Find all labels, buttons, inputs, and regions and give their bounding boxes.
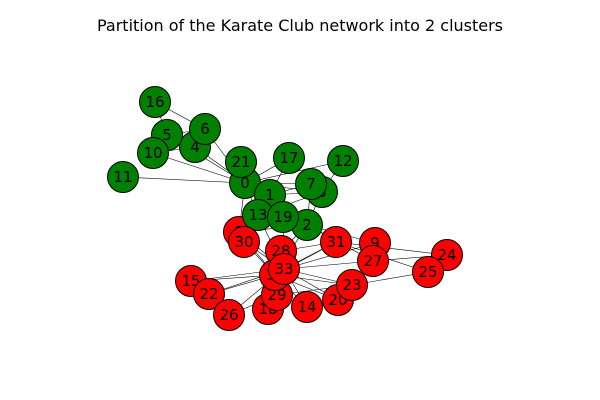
node-circle-11 — [107, 161, 139, 193]
node-11: 11 — [107, 161, 139, 193]
node-circle-30 — [228, 226, 260, 258]
node-label-31: 31 — [326, 233, 345, 251]
node-circle-14 — [291, 291, 323, 323]
node-circle-6 — [189, 113, 221, 145]
node-21: 21 — [225, 146, 257, 178]
node-label-30: 30 — [234, 233, 253, 251]
node-circle-23 — [336, 269, 368, 301]
node-label-10: 10 — [143, 144, 162, 162]
node-circle-26 — [213, 299, 245, 331]
node-label-26: 26 — [219, 306, 238, 324]
node-circle-19 — [267, 201, 299, 233]
node-label-19: 19 — [273, 208, 292, 226]
node-circle-33 — [268, 253, 300, 285]
node-circle-22 — [193, 278, 225, 310]
node-27: 27 — [357, 245, 389, 277]
node-label-1: 1 — [265, 186, 275, 204]
node-26: 26 — [213, 299, 245, 331]
node-label-21: 21 — [231, 153, 250, 171]
node-25: 25 — [412, 256, 444, 288]
node-circle-25 — [412, 256, 444, 288]
edge-0-10 — [152, 152, 246, 184]
node-label-4: 4 — [190, 138, 200, 156]
node-label-13: 13 — [248, 206, 267, 224]
node-label-2: 2 — [302, 216, 312, 234]
node-circle-16 — [139, 86, 171, 118]
node-12: 12 — [327, 145, 359, 177]
node-label-14: 14 — [297, 298, 316, 316]
node-circle-27 — [357, 245, 389, 277]
node-circle-31 — [320, 226, 352, 258]
node-33: 33 — [268, 253, 300, 285]
node-label-11: 11 — [113, 168, 132, 186]
node-label-5: 5 — [162, 126, 172, 144]
node-23: 23 — [336, 269, 368, 301]
node-16: 16 — [139, 86, 171, 118]
edge-0-11 — [122, 176, 246, 184]
node-layer: 0123456789101112131415161718192021222324… — [107, 86, 463, 331]
node-label-9: 9 — [370, 234, 380, 252]
node-6: 6 — [189, 113, 221, 145]
node-22: 22 — [193, 278, 225, 310]
node-17: 17 — [273, 142, 305, 174]
edge-24-31 — [335, 241, 448, 256]
node-31: 31 — [320, 226, 352, 258]
node-circle-10 — [137, 137, 169, 169]
node-7: 7 — [295, 168, 327, 200]
node-circle-7 — [295, 168, 327, 200]
node-10: 10 — [137, 137, 169, 169]
node-circle-12 — [327, 145, 359, 177]
figure-title: Partition of the Karate Club network int… — [96, 16, 504, 35]
node-14: 14 — [291, 291, 323, 323]
node-label-24: 24 — [437, 246, 456, 264]
node-label-33: 33 — [274, 260, 293, 278]
node-label-7: 7 — [306, 175, 316, 193]
node-label-27: 27 — [363, 252, 382, 270]
node-label-16: 16 — [145, 93, 164, 111]
node-label-6: 6 — [200, 120, 210, 138]
node-label-23: 23 — [342, 276, 361, 294]
node-19: 19 — [267, 201, 299, 233]
node-circle-21 — [225, 146, 257, 178]
node-30: 30 — [228, 226, 260, 258]
node-label-12: 12 — [333, 152, 352, 170]
node-label-17: 17 — [279, 149, 298, 167]
node-label-25: 25 — [418, 263, 437, 281]
node-label-22: 22 — [199, 285, 218, 303]
node-label-0: 0 — [240, 174, 250, 192]
node-circle-17 — [273, 142, 305, 174]
